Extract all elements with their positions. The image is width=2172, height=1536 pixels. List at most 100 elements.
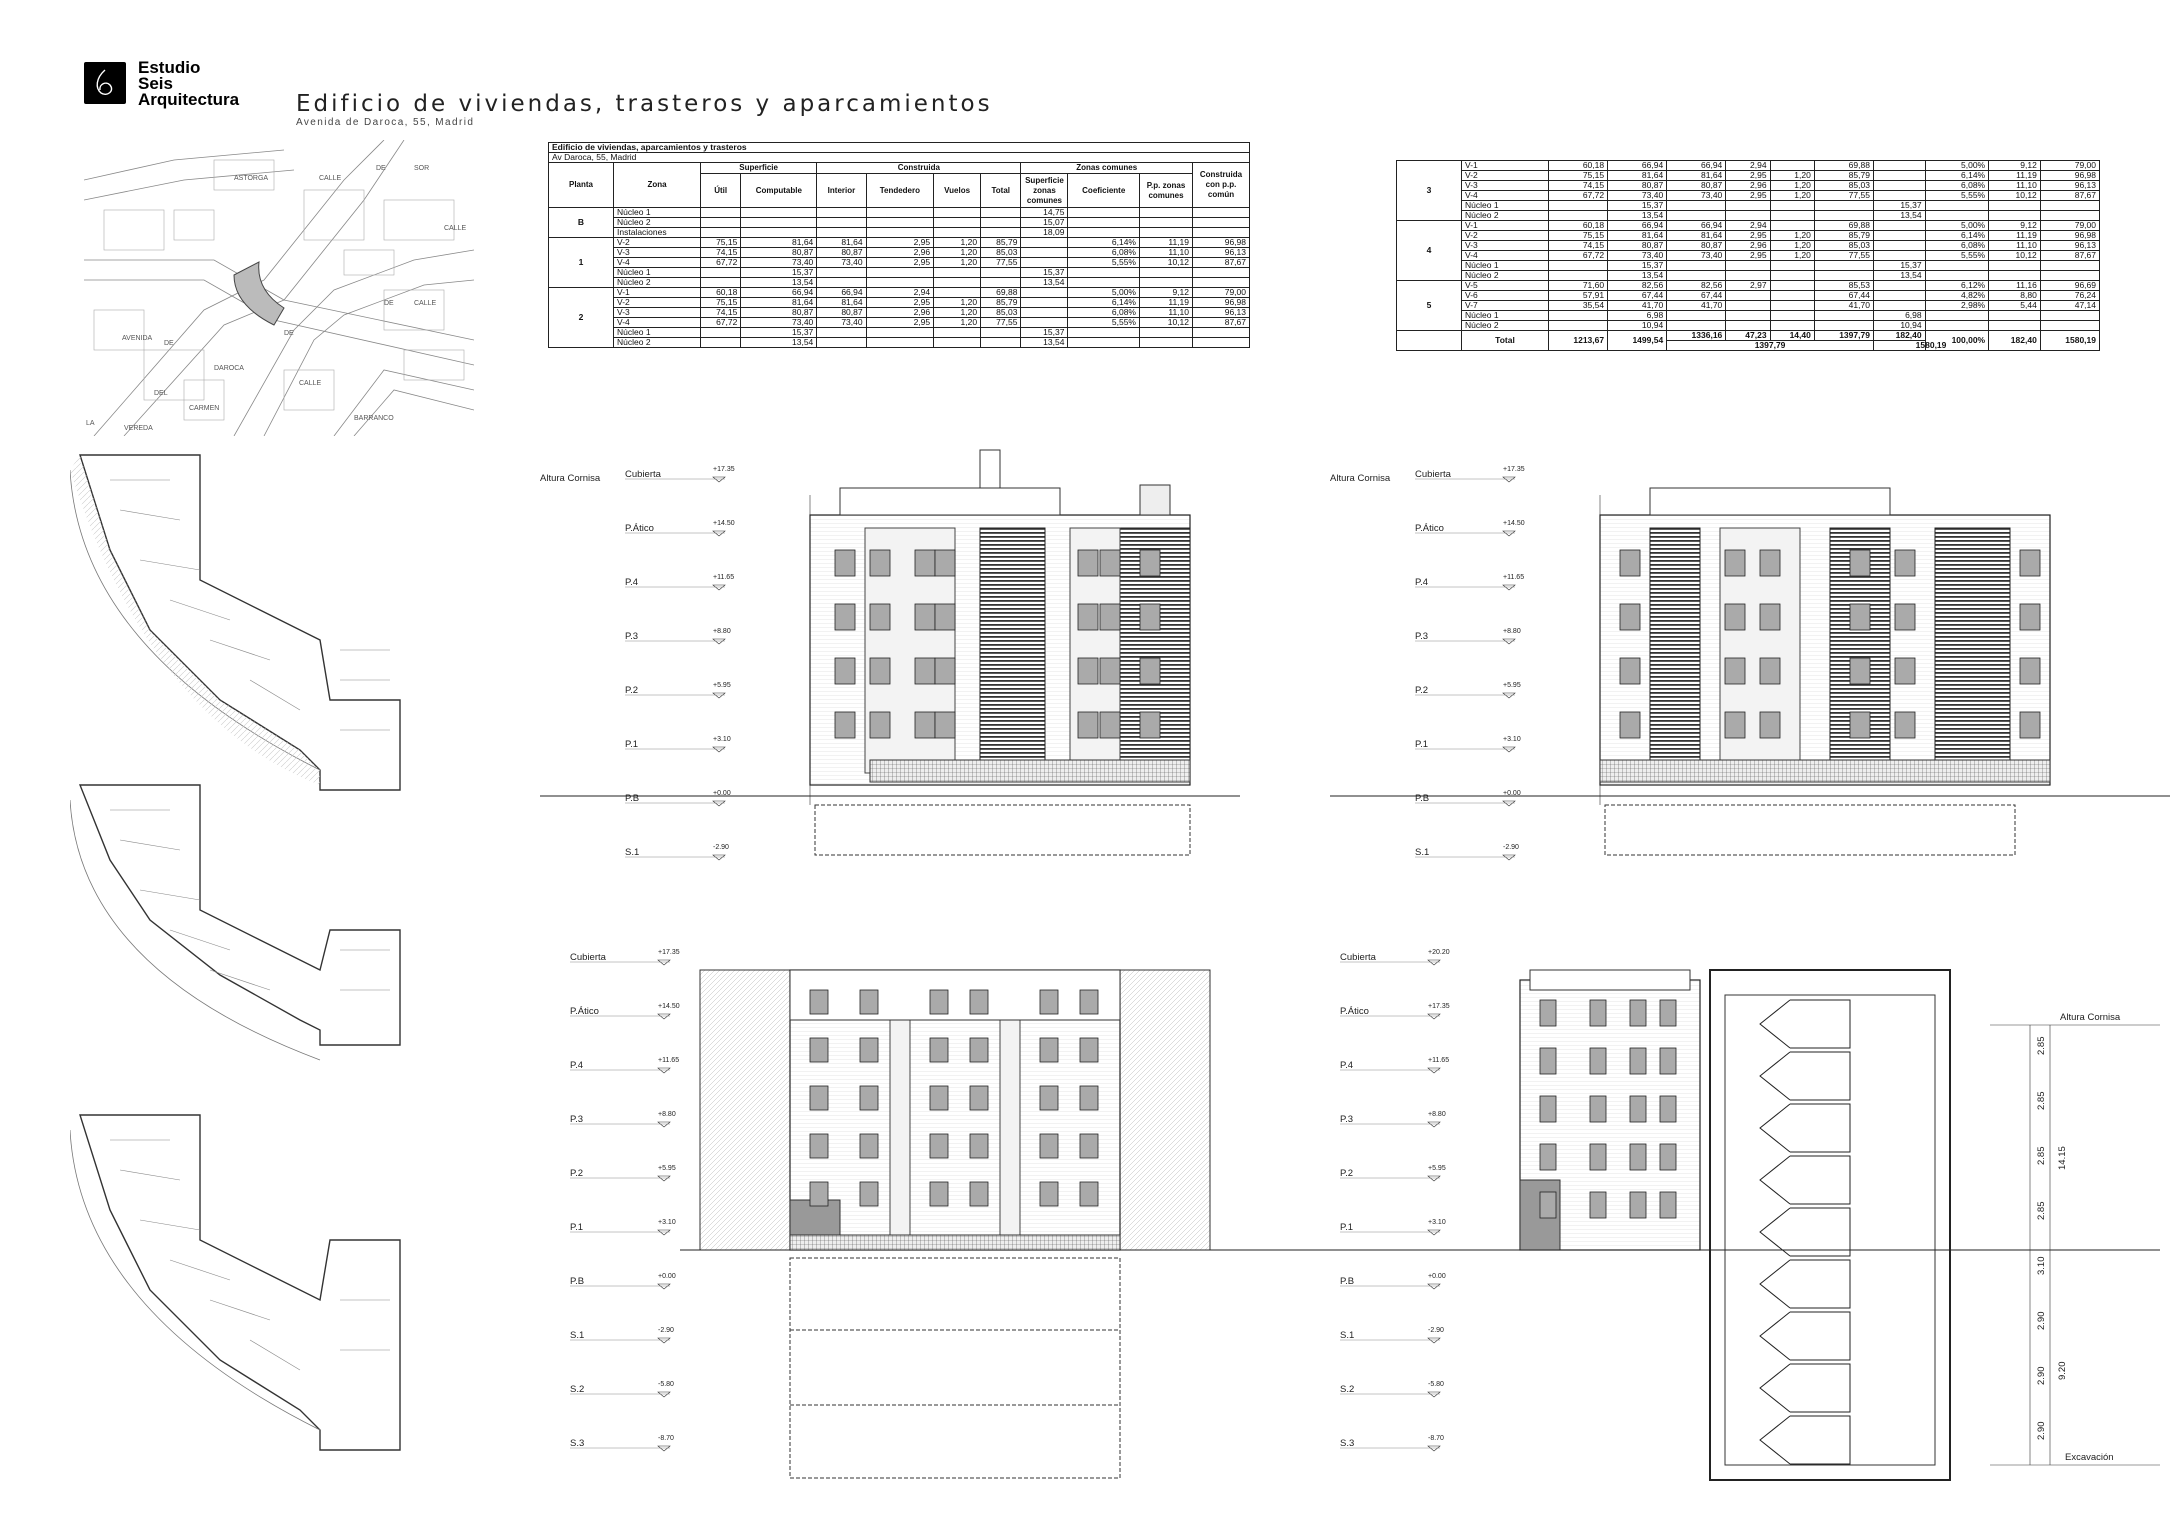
table-cell [1666,310,1727,321]
table-cell [1872,160,1926,171]
table-cell: 6,12% [1924,280,1990,291]
window [1759,657,1781,685]
table-cell: 13,54 [1872,270,1926,281]
window [1724,711,1746,739]
window [1619,603,1641,631]
level-value: +8.80 [1428,1111,1446,1118]
level-marker-icon [657,1067,671,1074]
table-cell: 75,15 [1547,230,1609,241]
level-name: S.3 [570,1438,584,1449]
table-cell: 75,15 [699,237,742,248]
brand-line-3: Arquitectura [138,90,240,109]
table-cell: 73,40 [740,257,818,268]
window [1629,1143,1647,1171]
window [1759,549,1781,577]
window [1099,603,1121,631]
street-label: ASTORGA [234,175,268,182]
table-cell: 6,98 [1607,310,1668,321]
level-value: +3.10 [713,736,731,743]
table-cell [1139,337,1193,348]
level-value: +17.35 [658,949,680,956]
window [934,603,956,631]
window [859,1133,879,1159]
table-cell: 81,64 [1666,230,1727,241]
table-cell: 79,00 [2039,220,2101,231]
section-dimension: 2.85 [2036,1147,2047,1166]
table-cell: 80,87 [816,307,867,318]
section-total-lower: 9.20 [2057,1362,2068,1381]
table-cell [699,267,742,278]
window [934,711,956,739]
section-dimension: 2.90 [2036,1422,2047,1441]
table-cell: V-7 [1461,300,1549,311]
table-cell: 96,69 [2039,280,2101,291]
table-cell: 66,94 [1607,160,1668,171]
table-cell [1872,220,1926,231]
table-cell: V-2 [613,237,701,248]
street-label: BARRANCO [354,415,394,422]
table-cell: 6,14% [1067,237,1140,248]
window [809,989,829,1015]
window [934,549,956,577]
total-tendedero: 47,23 [1725,330,1771,341]
table-cell: 1,20 [1769,240,1815,251]
table-cell: 66,94 [816,287,867,298]
window [1539,999,1557,1027]
table-cell: 15,37 [740,267,818,278]
table-cell: 2,95 [865,237,935,248]
total-computable: 1499,54 [1607,330,1668,351]
window [929,1085,949,1111]
table-cell: V-4 [613,317,701,328]
level-name: P.B [570,1276,584,1287]
table-cell: 77,55 [980,317,1022,328]
level-marker-icon [712,800,726,807]
table-cell: V-4 [613,257,701,268]
table-cell: 35,54 [1547,300,1609,311]
table-cell [1988,210,2041,221]
table-cell [1725,320,1771,331]
level-value: +17.35 [1428,1003,1450,1010]
window [1659,1143,1677,1171]
table-cell [1192,267,1250,278]
level-name: P.B [1340,1276,1354,1287]
window [929,989,949,1015]
table-cell: 6,14% [1924,230,1990,241]
table-cell: 13,54 [740,337,818,348]
table-cell: 87,67 [1192,257,1250,268]
window [969,1085,989,1111]
level-marker-icon [712,692,726,699]
col-tendedero: Tendedero [865,173,935,208]
table-cell [1988,320,2041,331]
table-cell [933,327,982,338]
table-cell: 14,75 [1020,207,1069,218]
level-name: Cubierta [570,952,607,963]
level-name: P.Ático [1415,523,1444,534]
window [1079,1037,1099,1063]
table-cell [1988,310,2041,321]
window [1539,1095,1557,1123]
table-cell: 74,15 [699,247,742,258]
area-table-1: Edificio de viviendas, aparcamientos y t… [548,142,1250,348]
table-cell: 82,56 [1666,280,1727,291]
level-name: P.Ático [625,523,654,534]
level-value: +8.80 [658,1111,676,1118]
window [1589,1143,1607,1171]
window [1039,1037,1059,1063]
table-cell: 80,87 [740,247,818,258]
level-marker-icon [1427,1121,1441,1128]
table-cell: 74,15 [1547,240,1609,251]
level-name: P.Ático [1340,1006,1369,1017]
table-cell [1725,300,1771,311]
section-dimension: 2.85 [2036,1092,2047,1111]
window [859,1085,879,1111]
window [1077,711,1099,739]
table-cell [2039,210,2101,221]
window [929,1181,949,1207]
table-cell [1666,260,1727,271]
table-cell: 75,15 [699,297,742,308]
